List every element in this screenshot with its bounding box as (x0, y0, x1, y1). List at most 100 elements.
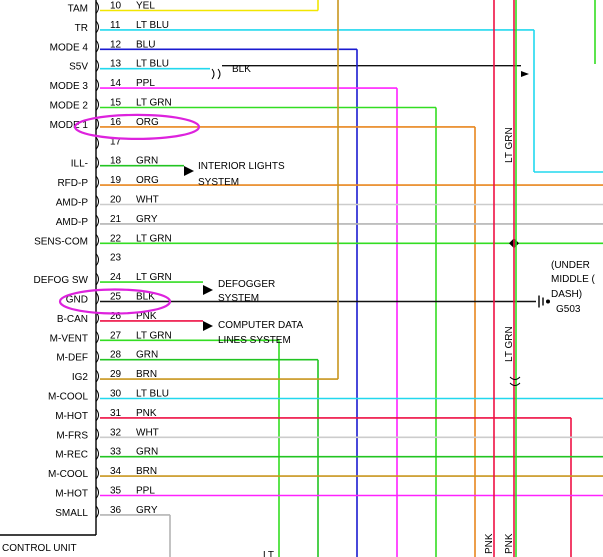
pin-label: IG2 (72, 372, 89, 383)
pin-terminal-mark (95, 486, 99, 499)
defogger-label-2: SYSTEM (218, 293, 259, 304)
interior-lights-arrow (184, 166, 194, 176)
splice-wire-color: BLK (232, 64, 251, 75)
wire-color-name: GRY (136, 505, 158, 516)
lt-bottom-label: LT (263, 550, 274, 557)
pin-row: AMD-P 20 WHT (56, 195, 159, 209)
wire-color-name: WHT (136, 195, 159, 206)
wire-color-name: YEL (136, 1, 155, 12)
pin-row: SMALL 36 GRY (55, 505, 158, 519)
ground-point-label: G503 (556, 304, 581, 315)
pin-terminal-mark (95, 505, 99, 519)
wire-color-name: GRY (136, 214, 158, 225)
pin-terminal-mark (95, 350, 99, 364)
pin-number: 16 (110, 117, 122, 128)
pin-number: 10 (110, 1, 122, 12)
defogger-label-1: DEFOGGER (218, 279, 275, 290)
pin-label: MODE 4 (50, 42, 89, 53)
pin-number: 34 (110, 466, 122, 477)
pin-number: 13 (110, 59, 122, 70)
wire-color-name: GRN (136, 156, 158, 167)
pin-label: TR (75, 23, 88, 34)
wire-color-name: BRN (136, 466, 157, 477)
pin-terminal-mark (95, 330, 99, 344)
pin-terminal-mark (95, 214, 99, 228)
under-dash-label-1: (UNDER (551, 260, 590, 271)
wire-color-name: BLK (136, 292, 155, 303)
control-unit-label: CONTROL UNIT (2, 543, 77, 554)
pin-terminal-mark (95, 20, 99, 34)
pin-number: 11 (110, 20, 121, 31)
pin-label: S5V (69, 62, 88, 73)
pnk-vertical-label-left: PNK (484, 533, 495, 554)
pin-row: 17 (95, 136, 122, 150)
pin-number: 33 (110, 447, 122, 458)
pin-number: 23 (110, 253, 122, 264)
pin-label: SMALL (55, 508, 88, 519)
interior-lights-label-1: INTERIOR LIGHTS (198, 161, 285, 172)
pin-row: M-DEF 28 GRN (56, 350, 158, 364)
pin-number: 26 (110, 311, 122, 322)
ground-symbol (546, 299, 550, 304)
pin-label: SENS-COM (34, 236, 88, 247)
pin-terminal-mark (95, 369, 99, 383)
pin-terminal-mark (95, 195, 99, 208)
computer-data-label-1: COMPUTER DATA (218, 320, 304, 331)
pin-row: TR 11 LT BLU (75, 20, 169, 34)
wire-color-name: PPL (136, 78, 155, 89)
wire-color-name: GRN (136, 350, 158, 361)
wire-color-name: LT GRN (136, 272, 172, 283)
pin-label: AMD-P (56, 198, 89, 209)
pin-number: 36 (110, 505, 122, 516)
pin-number: 30 (110, 389, 122, 400)
pin-terminal-mark (95, 253, 99, 267)
pin-row: 23 (95, 253, 122, 267)
pin-label: B-CAN (57, 314, 88, 325)
pin-label: M-HOT (55, 411, 88, 422)
highlight-oval-mode1 (73, 113, 201, 141)
pin-number: 20 (110, 195, 122, 206)
pin-terminal-mark (95, 39, 99, 53)
pnk-vertical-label-right: PNK (504, 533, 515, 554)
pin-label: M-HOT (55, 489, 88, 500)
pin-label: ILL- (71, 159, 88, 170)
pin-number: 35 (110, 486, 122, 497)
pin-label: GND (66, 295, 88, 306)
pin-label: RFD-P (57, 178, 88, 189)
pin-terminal-mark (95, 136, 99, 150)
highlight-oval-gnd (58, 288, 172, 315)
defogger-arrow (203, 285, 213, 295)
pin-number: 28 (110, 350, 122, 361)
pin-terminal-mark (95, 427, 99, 441)
wire-color-name: ORG (136, 175, 159, 186)
wire-color-name: LT BLU (136, 20, 169, 31)
pin-label: M-FRS (56, 430, 88, 441)
computer-data-arrow (203, 321, 213, 331)
pin-terminal-mark (95, 1, 99, 14)
pin-number: 17 (110, 136, 122, 147)
pin-terminal-mark (95, 59, 99, 73)
wire-color-name: LT BLU (136, 59, 169, 70)
pin-label: M-COOL (48, 469, 88, 480)
pin-label: M-DEF (56, 353, 88, 364)
inline-connector-symbol (509, 376, 521, 386)
pin-label: M-COOL (48, 392, 88, 403)
pin-number: 32 (110, 427, 122, 438)
pin-label: DEFOG SW (34, 275, 89, 286)
pin-number: 21 (110, 214, 122, 225)
pin-terminal-mark (95, 98, 99, 111)
pin-label: M-REC (55, 450, 88, 461)
pin-label: M-VENT (50, 333, 88, 344)
wire-color-name: GRN (136, 447, 158, 458)
pin-terminal-mark (95, 389, 99, 402)
pin-row: S5V 13 LT BLU (69, 59, 169, 73)
